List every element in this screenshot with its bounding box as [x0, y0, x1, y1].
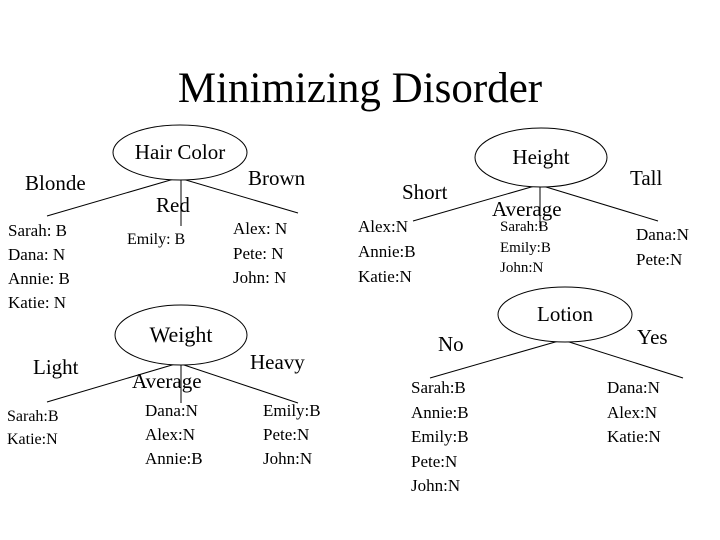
leaf-item: Annie: B: [8, 269, 70, 288]
lotion-node-ellipse: [497, 286, 633, 343]
page-title: Minimizing Disorder: [177, 65, 543, 112]
edge-weight-heavy: [162, 357, 299, 404]
leaf-item: Dana:N: [607, 378, 660, 397]
leaf-item: Katie:N: [7, 431, 58, 448]
leaf-item: Dana:N: [145, 401, 198, 420]
branch-label-blonde: Blonde: [25, 171, 86, 195]
leaf-item: Emily:B: [411, 427, 469, 446]
weight-node-ellipse: [114, 304, 248, 366]
hair-color-node-ellipse: [112, 124, 248, 181]
leaf-item: Pete: N: [233, 243, 284, 263]
weight-node-label: Weight: [149, 322, 213, 347]
leaf-item: Katie:N: [358, 267, 412, 286]
leaf-item: Annie:B: [358, 242, 416, 261]
branch-label-short: Short: [402, 180, 448, 204]
leaf-item: Sarah:B: [411, 378, 466, 397]
branch-label-light: Light: [33, 355, 79, 379]
leaf-item: Annie:B: [411, 402, 469, 422]
leaf-group-yes: Dana:N Alex:N Katie:N: [607, 376, 661, 450]
leaf-item: Sarah: B: [8, 221, 68, 240]
leaf-item: Alex:N: [145, 425, 196, 444]
leaf-group-weight-average: Dana:N Alex:N Annie:B: [145, 399, 203, 471]
height-node-label: Height: [512, 145, 570, 169]
branch-label-red: Red: [156, 193, 190, 217]
leaf-group-brown: Alex: N Pete: N John: N: [233, 217, 287, 291]
leaf-item: Alex: N: [233, 219, 288, 238]
leaf-item: Dana:N: [636, 225, 689, 244]
leaf-group-blonde: Sarah: B Dana: N Annie: B Katie: N: [8, 219, 70, 315]
leaf-group-light: Sarah:B Katie:N: [7, 405, 59, 451]
leaf-item: Dana: N: [8, 245, 66, 264]
leaf-group-no: Sarah:B Annie:B Emily:B Pete:N John:N: [411, 376, 469, 499]
leaf-item: Katie: N: [8, 293, 67, 312]
leaf-item: Alex:N: [607, 402, 658, 422]
height-node-ellipse: [474, 127, 608, 188]
branch-label-heavy: Heavy: [250, 350, 305, 374]
leaf-item: Emily:B: [263, 401, 321, 420]
leaf-item: Pete:N: [411, 451, 458, 471]
branch-label-weight-average: Average: [132, 369, 202, 393]
leaf-group-heavy: Emily:B Pete:N John:N: [263, 399, 321, 471]
leaf-group-tall: Dana:N Pete:N: [636, 222, 689, 272]
leaf-item: Annie:B: [145, 449, 203, 468]
leaf-item: John: N: [233, 268, 287, 287]
branch-label-tall: Tall: [630, 166, 663, 190]
leaf-item: John:N: [263, 449, 313, 468]
leaf-group-red: Emily: B: [127, 228, 185, 252]
leaf-group-height-average: Sarah:B Emily:B John:N: [500, 217, 551, 279]
leaf-item: Pete:N: [636, 250, 683, 269]
leaf-item: Sarah:B: [7, 408, 59, 425]
leaf-item: Emily: B: [127, 231, 186, 248]
branch-label-no: No: [438, 332, 464, 356]
branch-label-yes: Yes: [637, 325, 668, 349]
leaf-item: Sarah:B: [500, 219, 549, 235]
lotion-node-label: Lotion: [537, 302, 593, 326]
hair-color-node-label: Hair Color: [134, 140, 226, 164]
leaf-group-short: Alex:N Annie:B Katie:N: [358, 214, 416, 289]
leaf-item: Katie:N: [607, 427, 661, 446]
leaf-item: Emily:B: [500, 239, 551, 256]
leaf-item: Pete:N: [263, 425, 310, 444]
leaf-item: John:N: [411, 476, 461, 495]
branch-label-height-average: Average: [492, 197, 562, 221]
leaf-item: John:N: [500, 260, 544, 276]
leaf-item: Alex:N: [358, 217, 409, 236]
branch-label-brown: Brown: [248, 166, 306, 190]
